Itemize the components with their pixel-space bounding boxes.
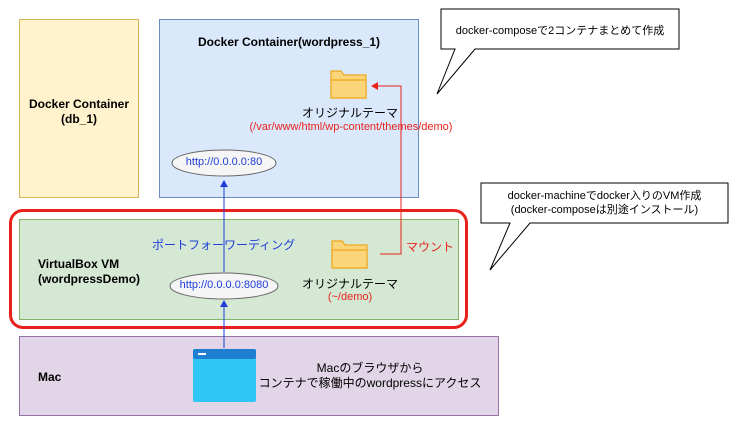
db-container-title-line1: Docker Container bbox=[28, 97, 130, 111]
vm-highlight-border bbox=[9, 209, 468, 329]
callout-compose-text: docker-composeで2コンテナまとめて作成 bbox=[455, 25, 665, 37]
mount-arrow bbox=[371, 82, 402, 255]
db-container bbox=[19, 19, 139, 198]
db-container-title-line2: (db_1) bbox=[61, 112, 97, 126]
browser-window-icon bbox=[193, 349, 256, 402]
mac-box bbox=[19, 336, 499, 416]
wordpress-container-title: Docker Container(wordpress_1) bbox=[197, 35, 381, 49]
callout-machine-line2: (docker-composeは別途インストール) bbox=[510, 204, 699, 216]
folder-icon bbox=[330, 70, 367, 99]
port-forwarding-label: ポートフォーワーディング bbox=[152, 238, 296, 252]
vm-folder-path: (~/demo) bbox=[327, 291, 373, 303]
port-ellipse-8080 bbox=[169, 272, 279, 300]
vm-title: VirtualBox VM (wordpressDemo) bbox=[38, 257, 140, 287]
mount-label: マウント bbox=[406, 240, 455, 254]
container-port-label: http://0.0.0.0:80 bbox=[185, 156, 263, 168]
port-ellipse-80 bbox=[171, 149, 277, 177]
vm-title-line2: (wordpressDemo) bbox=[38, 272, 141, 286]
container-folder-path: (/var/www/html/wp-content/themes/demo) bbox=[249, 121, 453, 133]
callout-compose-shape bbox=[436, 8, 680, 95]
mac-description-line1: Macのブラウザから bbox=[316, 361, 424, 375]
vm-box bbox=[19, 219, 459, 320]
db-container-title: Docker Container (db_1) bbox=[19, 97, 139, 127]
vm-folder-label: オリジナルテーマ bbox=[301, 277, 398, 291]
mac-description: Macのブラウザから コンテナで稼働中のwordpressにアクセス bbox=[255, 361, 485, 391]
mac-title: Mac bbox=[38, 370, 62, 384]
callout-machine-shape bbox=[480, 182, 729, 271]
mac-description-line2: コンテナで稼働中のwordpressにアクセス bbox=[258, 376, 482, 390]
container-folder-label: オリジナルテーマ bbox=[301, 106, 398, 120]
callout-machine-text: docker-machineでdocker入りのVM作成 (docker-com… bbox=[481, 189, 728, 217]
folder-icon bbox=[331, 240, 368, 269]
vm-title-line1: VirtualBox VM bbox=[38, 257, 120, 271]
vm-port-label: http://0.0.0.0:8080 bbox=[179, 279, 269, 291]
callout-machine-line1: docker-machineでdocker入りのVM作成 bbox=[507, 190, 702, 202]
